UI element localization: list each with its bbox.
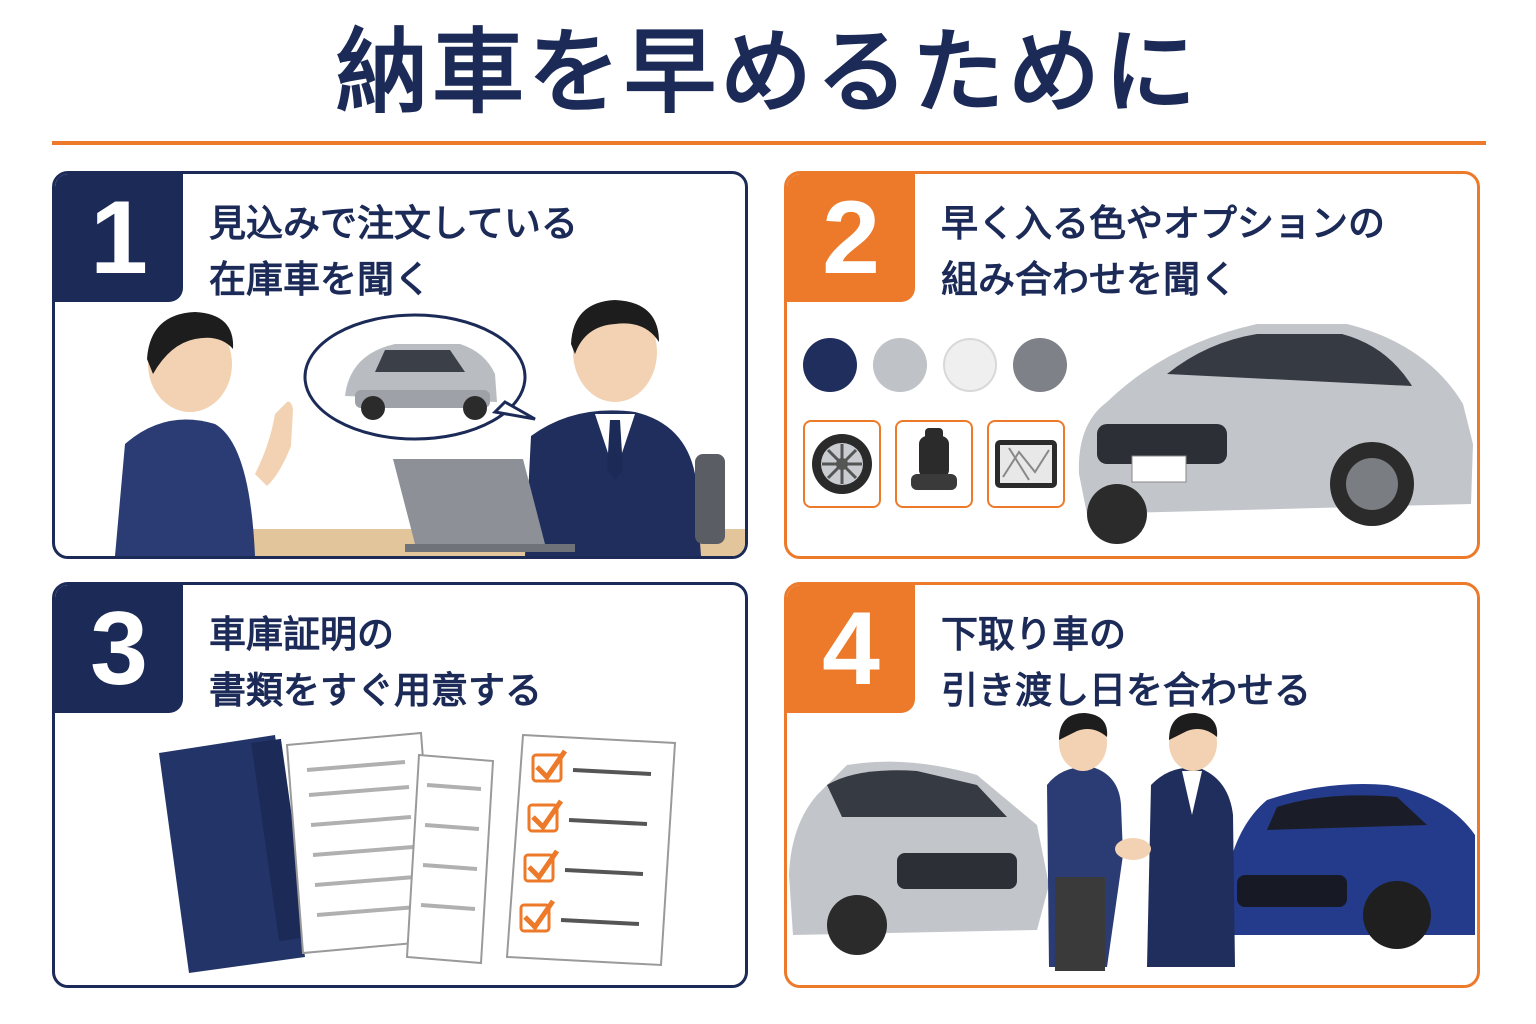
card-4-title-line-2: 引き渡し日を合わせる	[941, 669, 1311, 712]
card-3-title: 車庫証明の 書類をすぐ用意する	[209, 607, 542, 719]
option-wheel	[803, 420, 881, 508]
step-number-4: 4	[787, 585, 915, 713]
step-number-3: 3	[55, 585, 183, 713]
documents-illustration	[159, 731, 677, 973]
card-4-title-line-1: 下取り車の	[941, 613, 1126, 656]
color-swatch-navy	[803, 338, 857, 392]
card-1-title-line-2: 在庫車を聞く	[209, 258, 431, 301]
card-2-title-line-2: 組み合わせを聞く	[941, 258, 1237, 301]
title-divider	[52, 141, 1486, 145]
card-1-title-line-1: 見込みで注文している	[209, 202, 578, 245]
step-number-1: 1	[55, 174, 183, 302]
seat-icon	[911, 428, 957, 490]
card-4-title: 下取り車の 引き渡し日を合わせる	[941, 607, 1311, 719]
option-navigation	[987, 420, 1065, 508]
color-swatch-white	[943, 338, 997, 392]
option-seat	[895, 420, 973, 508]
wheel-icon	[812, 434, 872, 494]
color-swatch-gray	[1013, 338, 1067, 392]
step-number-2: 2	[787, 174, 915, 302]
dealer-consultation-illustration	[115, 300, 745, 556]
card-2-title: 早く入る色やオプションの 組み合わせを聞く	[941, 196, 1385, 308]
card-2-title-line-1: 早く入る色やオプションの	[941, 202, 1385, 245]
trade-in-handover-illustration	[789, 713, 1475, 971]
navigation-icon	[995, 440, 1057, 488]
card-1: 1 見込みで注文している 在庫車を聞く	[52, 171, 748, 559]
card-3-title-line-2: 書類をすぐ用意する	[209, 669, 542, 712]
card-3: 3 車庫証明の 書類をすぐ用意する	[52, 582, 748, 988]
color-swatch-silver	[873, 338, 927, 392]
card-2: 2 早く入る色やオプションの 組み合わせを聞く	[784, 171, 1480, 559]
card-3-title-line-1: 車庫証明の	[209, 613, 394, 656]
page-title: 納車を早めるために	[335, 19, 1200, 126]
card-4: 4 下取り車の 引き渡し日を合わせる	[784, 582, 1480, 988]
card-1-title: 見込みで注文している 在庫車を聞く	[209, 196, 578, 308]
